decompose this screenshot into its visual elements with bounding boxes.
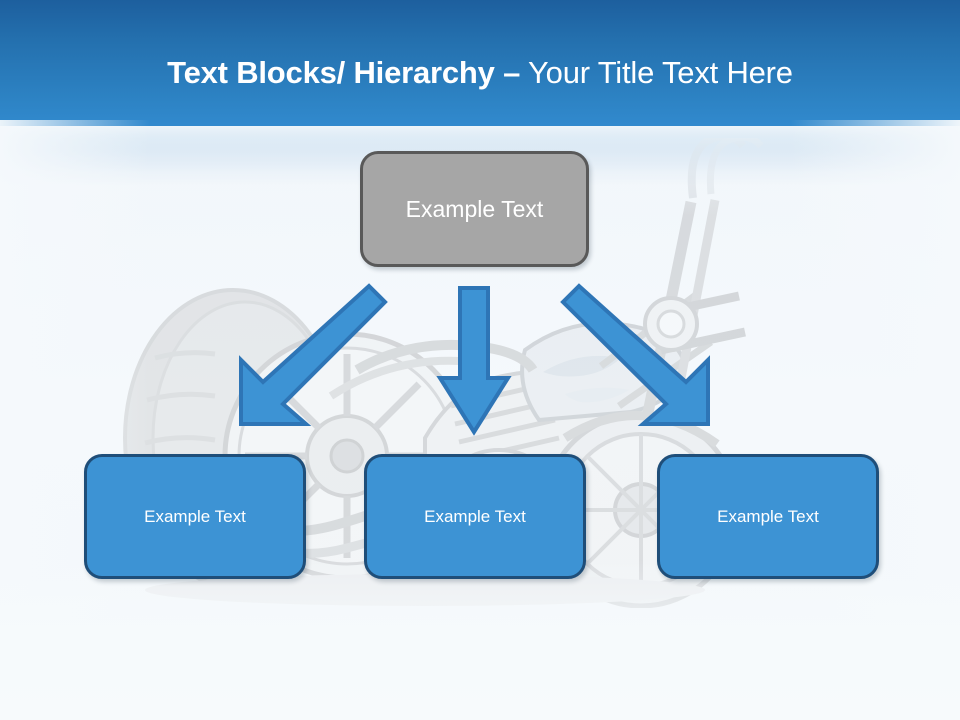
hierarchy-child-node-right-label: Example Text [717,506,819,526]
hierarchy-top-node-label: Example Text [405,195,544,222]
hierarchy-child-node-right[interactable]: Example Text [657,454,879,579]
hierarchy-child-node-left-label: Example Text [144,506,246,526]
hierarchy-child-node-middle-label: Example Text [424,506,526,526]
hierarchy-top-node[interactable]: Example Text [360,151,589,267]
slide-title-bar: Text Blocks/ Hierarchy – Your Title Text… [0,46,960,100]
hierarchy-child-node-middle[interactable]: Example Text [364,454,586,579]
slide-title: Text Blocks/ Hierarchy – Your Title Text… [167,54,793,92]
slide-title-bold: Text Blocks/ Hierarchy – [167,55,521,90]
slide-title-light: Your Title Text Here [520,55,793,90]
hierarchy-child-node-left[interactable]: Example Text [84,454,306,579]
